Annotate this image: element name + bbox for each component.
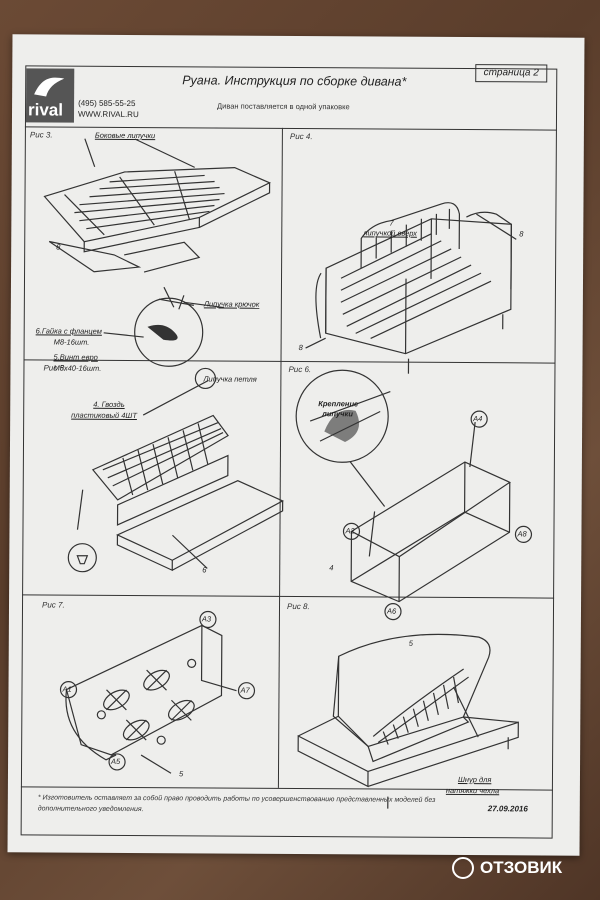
- callout-cover-cord: Шнур для: [457, 774, 492, 785]
- watermark: ОТЗОВИК: [480, 858, 563, 877]
- figure-6: Рис 6. Крепление липучки А4 А: [279, 361, 555, 621]
- callout-flange-nut: 6.Гайка с фланцем: [35, 326, 102, 336]
- sofa-cover-drawing: [297, 633, 519, 809]
- marker-a5: А5: [111, 756, 121, 766]
- figure-8: Рис 8. 5 Шнур для натяжки чехла: [278, 596, 554, 809]
- figure-7: Рис 7.: [21, 594, 279, 788]
- figure-4: Рис 4. 7 липучкой вверх 8 8: [281, 128, 557, 374]
- sofa-frame-drawing: [67, 367, 285, 573]
- marker-a7: А7: [240, 685, 250, 695]
- sofa-frame-drawing: [295, 369, 533, 621]
- callout-velcro-up: липучкой вверх: [363, 228, 417, 238]
- callout-velcro-fastening-2: липучки: [322, 409, 353, 419]
- page-title: Руана. Инструкция по сборке дивана*: [182, 73, 407, 89]
- part-number: 8: [519, 229, 524, 239]
- instruction-sheet: rival (495) 585-55-25 WWW.RIVAL.RU Руана…: [7, 34, 585, 856]
- seat-cover-drawing: [59, 610, 256, 774]
- figure-5: Рис 5. 4. Гвоздь пластиковый 4ШТ 6: [22, 359, 285, 596]
- part-number: 5: [178, 769, 184, 779]
- website: WWW.RIVAL.RU: [77, 109, 139, 120]
- manufacturer-note: * Изготовитель оставляет за собой право …: [37, 794, 436, 814]
- figure-3: Рис 3. Боковые липучки 8 Липучка крючок …: [24, 126, 282, 384]
- callout-flange-nut-qty: М8-16шт.: [53, 337, 90, 347]
- callout-velcro-hook: Липучка крючок: [203, 299, 260, 309]
- marker-a2: А2: [345, 526, 355, 536]
- logo-text: rival: [27, 100, 64, 120]
- marker-a4: А4: [473, 414, 483, 424]
- marker-a1: А1: [62, 684, 72, 694]
- otzovik-logo-icon: [452, 857, 474, 879]
- part-number: 6: [202, 565, 207, 575]
- callout-cover-cord-2: натяжки чехла: [445, 785, 500, 796]
- logo-wave-icon: [34, 77, 65, 97]
- part-number: 4: [329, 563, 334, 573]
- sofa-frame-drawing: [305, 202, 517, 374]
- part-number: 8: [298, 343, 303, 353]
- marker-a8: А8: [517, 529, 527, 539]
- page-number: страница 2: [475, 64, 548, 83]
- phone-number: (495) 585-55-25: [78, 98, 136, 109]
- page-subtitle: Диван поставляется в одной упаковке: [217, 101, 350, 112]
- sofa-frame-drawing: [43, 138, 272, 367]
- rival-logo: rival: [25, 68, 75, 123]
- part-number: 8: [56, 242, 61, 252]
- part-number: 7: [389, 218, 394, 228]
- part-number: 5: [408, 638, 413, 648]
- callout-velcro-fastening: Крепление: [318, 399, 359, 409]
- marker-a3: А3: [201, 614, 212, 624]
- document-date: 27.09.2016: [487, 804, 528, 814]
